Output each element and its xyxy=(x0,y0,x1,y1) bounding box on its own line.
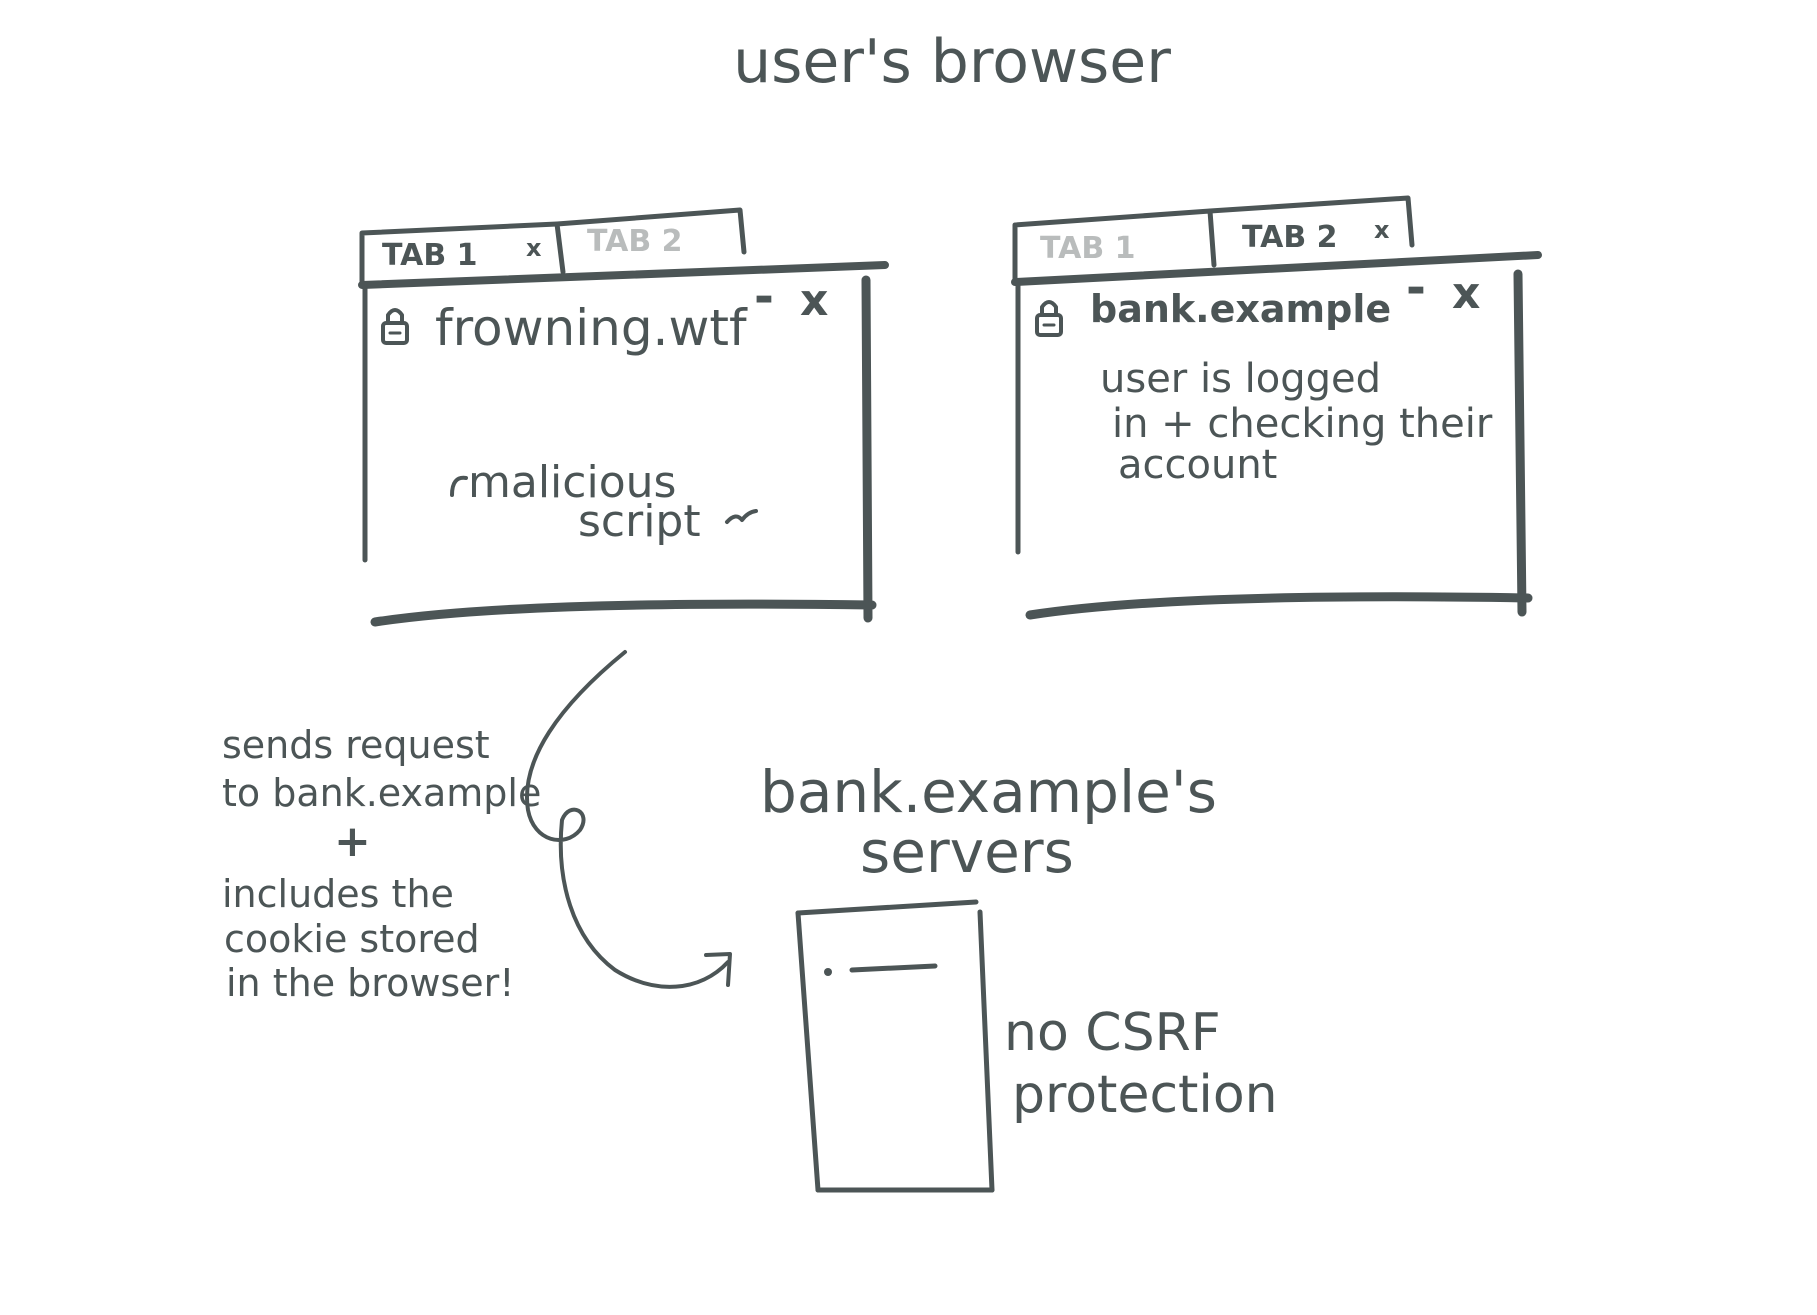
right-window-top-edge xyxy=(1011,251,1542,286)
lock-icon xyxy=(381,308,409,345)
left-close-icon[interactable]: x xyxy=(800,275,828,326)
right-tab1-outline xyxy=(1012,208,1217,285)
right-minimize-icon[interactable]: - xyxy=(1406,260,1426,316)
left-window-bottom-edge xyxy=(370,599,877,627)
right-content-line3: account xyxy=(1118,442,1277,488)
left-window-top-edge xyxy=(358,261,889,289)
right-close-icon[interactable]: x xyxy=(1452,268,1480,319)
left-tilde-close-icon xyxy=(725,509,758,524)
right-tab-inactive-label[interactable]: TAB 1 xyxy=(1040,231,1136,266)
request-note-line3: includes the xyxy=(222,872,454,916)
diagram-title: user's browser xyxy=(733,27,1171,97)
left-window-right-edge xyxy=(861,275,873,623)
server-note-line1: no CSRF xyxy=(1004,1003,1221,1063)
right-content-line2: in + checking their xyxy=(1112,401,1493,447)
left-browser-window: TAB 1 x TAB 2 frowning.wtf - x malicious… xyxy=(358,207,889,627)
lock-icon xyxy=(1035,300,1063,337)
right-tab2-outline xyxy=(1207,195,1415,248)
left-minimize-icon[interactable]: - xyxy=(754,269,774,325)
server-note-line2: protection xyxy=(1012,1065,1278,1125)
request-note-line1: sends request xyxy=(222,723,490,767)
arrow-head-icon xyxy=(704,952,732,987)
request-note-line4: cookie stored xyxy=(224,917,480,961)
request-flow: sends request to bank.example + includes… xyxy=(222,650,732,1005)
left-tab-active-label: TAB 1 xyxy=(382,238,478,273)
right-content-line1: user is logged xyxy=(1100,356,1381,402)
bank-server: bank.example's servers no CSRF protectio… xyxy=(760,758,1278,1193)
left-tab-active[interactable]: TAB 1 x xyxy=(382,234,542,273)
right-window-bottom-edge xyxy=(1025,592,1533,620)
request-note-line2: to bank.example xyxy=(222,771,541,815)
left-tab2-outline xyxy=(554,207,747,255)
server-label-line1: bank.example's xyxy=(760,758,1217,826)
right-browser-window: TAB 1 TAB 2 x bank.example - x user is l… xyxy=(1011,195,1542,620)
request-note-line5: in the browser! xyxy=(226,961,514,1005)
right-tab-active-label: TAB 2 xyxy=(1242,220,1338,255)
left-tilde-open-icon xyxy=(450,475,468,497)
right-window-right-edge xyxy=(1513,269,1527,617)
request-arrow-curve xyxy=(525,650,730,989)
right-tab-close-icon[interactable]: x xyxy=(1374,216,1390,244)
server-icon xyxy=(795,899,995,1193)
left-tab-inactive-label[interactable]: TAB 2 xyxy=(587,224,683,259)
left-content-line1: malicious xyxy=(468,457,676,508)
request-note-plus: + xyxy=(334,816,371,867)
left-url-text[interactable]: frowning.wtf xyxy=(435,299,748,357)
left-content-line2: script xyxy=(578,496,701,547)
left-tab-close-icon[interactable]: x xyxy=(526,234,542,262)
left-tab1-outline xyxy=(359,221,566,288)
right-url-text[interactable]: bank.example xyxy=(1090,287,1391,331)
right-tab-active[interactable]: TAB 2 x xyxy=(1242,216,1390,255)
server-label-line2: servers xyxy=(860,818,1074,886)
